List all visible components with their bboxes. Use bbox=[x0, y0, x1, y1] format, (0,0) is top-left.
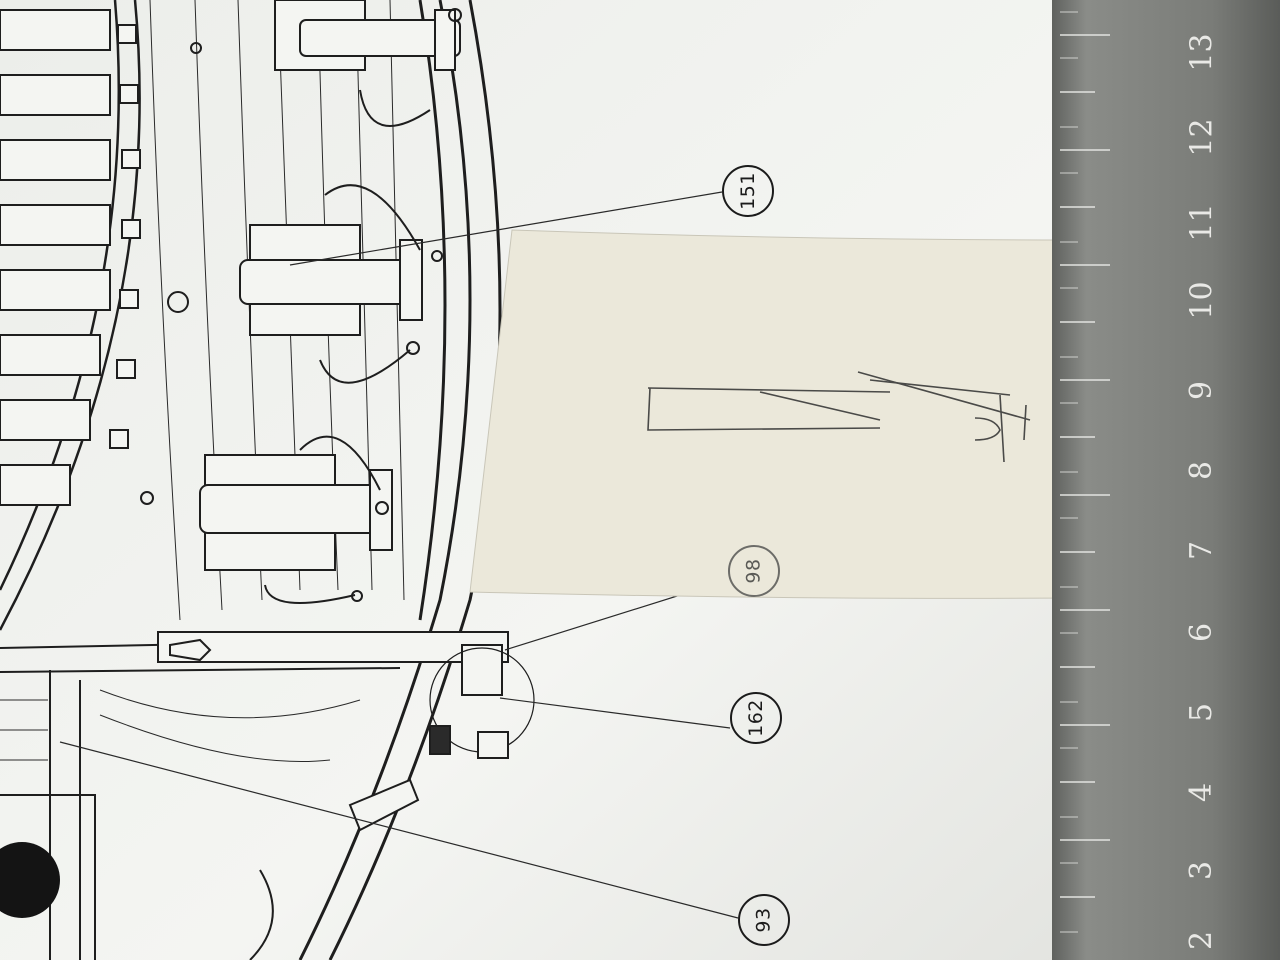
ruler-label-9: 9 bbox=[1184, 380, 1220, 400]
pencil-sketch bbox=[647, 371, 1031, 463]
steel-ruler bbox=[1052, 0, 1280, 960]
ruler-label-5: 5 bbox=[1184, 702, 1220, 722]
tracing-paper bbox=[469, 229, 1076, 599]
ruler-label-2: 2 bbox=[1184, 930, 1220, 950]
callout-93: 93 bbox=[738, 894, 790, 946]
lower-deck-lines bbox=[0, 689, 361, 762]
frame-studs bbox=[109, 24, 141, 449]
callout-98: 98 bbox=[728, 545, 780, 597]
callout-162: 162 bbox=[730, 692, 782, 744]
ruler-label-11: 11 bbox=[1184, 202, 1220, 242]
cannon-1 bbox=[274, 0, 461, 127]
ring-bolts bbox=[140, 8, 462, 602]
ruler-label-8: 8 bbox=[1184, 460, 1220, 480]
deck-hole bbox=[0, 842, 60, 918]
deck-frames bbox=[0, 9, 111, 506]
cannon-2 bbox=[239, 184, 423, 384]
ruler-label-10: 10 bbox=[1184, 280, 1220, 320]
ruler-label-7: 7 bbox=[1184, 540, 1220, 560]
ruler-label-13: 13 bbox=[1184, 32, 1220, 72]
ruler-label-4: 4 bbox=[1184, 782, 1220, 802]
cannon-3 bbox=[199, 435, 393, 604]
tiller-assembly bbox=[157, 631, 535, 960]
ruler-label-6: 6 bbox=[1184, 622, 1220, 642]
ruler-fine-ticks bbox=[1060, 11, 1078, 933]
callout-151: 151 bbox=[722, 165, 774, 217]
ruler-label-3: 3 bbox=[1184, 860, 1220, 880]
ruler-ticks bbox=[1060, 34, 1110, 898]
ruler-label-12: 12 bbox=[1184, 117, 1220, 157]
